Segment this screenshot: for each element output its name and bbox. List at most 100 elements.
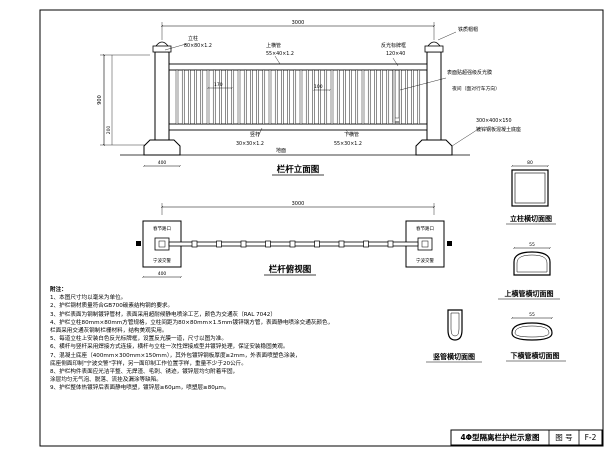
base-note: 镀锌钢板混凝土底座 bbox=[476, 126, 521, 133]
post-section-title: 立柱横切面图 bbox=[510, 214, 552, 223]
baluster bbox=[194, 69, 197, 125]
baluster bbox=[380, 69, 383, 125]
sheet-number: F-2 bbox=[584, 433, 597, 442]
baluster bbox=[237, 69, 241, 125]
note-item: 7、混凝土底座（400mm×300mm×150mm），其外包镀锌钢板厚度≥2mm… bbox=[50, 352, 301, 359]
elevation-dim-gap2: 100 bbox=[314, 84, 323, 90]
baluster bbox=[243, 69, 247, 125]
note-item: 5、每道立柱上安装白色反光标牌框，设置反光膜一道，尺寸以图为准。 bbox=[50, 336, 227, 343]
elevation-dim-low: 200 bbox=[106, 126, 112, 135]
baluster-section-title: 竖管横切面图 bbox=[433, 352, 475, 361]
baluster bbox=[398, 69, 402, 125]
plan-left-base-bottom-text: 宁波交警 bbox=[153, 257, 171, 264]
plan-right-base-top-text: 春节路口 bbox=[416, 225, 434, 232]
drawing-frame bbox=[39, 9, 604, 447]
bottom-rail-spec: 55×30×1.2 bbox=[334, 141, 362, 147]
plan-view: 3000 春节路口 宁波交警 春节路口 宁波交警 400 栏杆俯视图 bbox=[136, 201, 452, 277]
baluster bbox=[361, 69, 365, 125]
note-item: 8、护栏构件表面应光洁平整、无焊渣、毛刺、锈迹，镀锌层均匀附着牢固， bbox=[50, 368, 239, 375]
notes-block: 附注： 1、本图尺寸均以毫米为单位。 2、护栏钢材质量符合GB700碳素结构钢的… bbox=[50, 286, 440, 392]
baluster bbox=[330, 69, 334, 125]
plan-baluster bbox=[289, 240, 296, 248]
plan-baluster-group bbox=[191, 240, 394, 248]
post-section-outer bbox=[511, 169, 549, 207]
note-item: 涂层均匀无气泡、脱落、流挂及漏涂等缺陷。 bbox=[50, 377, 162, 384]
post-label: 立柱 bbox=[188, 35, 198, 42]
top-rail-section-dim: 55 bbox=[529, 242, 535, 248]
baluster bbox=[175, 69, 179, 125]
baluster bbox=[181, 69, 185, 125]
baluster-section-shape bbox=[447, 309, 463, 341]
elevation-dim-total: 3000 bbox=[292, 20, 305, 26]
reflector-spec: 120×40 bbox=[386, 51, 405, 57]
notes-heading: 附注： bbox=[50, 287, 67, 293]
plan-right-base-bottom-text: 宁波交警 bbox=[416, 257, 434, 264]
baluster bbox=[262, 69, 266, 125]
elevation-view: 3000 900 200 地面 400 170 bbox=[97, 20, 521, 176]
sheet-number-label: 图 号 bbox=[555, 433, 573, 442]
note-item: 底座侧面印制"宁波交警"字样，另一面印制工作位置字样，重量不少于20公斤。 bbox=[50, 360, 247, 367]
baluster bbox=[355, 69, 359, 125]
right-post-cap bbox=[424, 45, 444, 53]
plan-baluster bbox=[338, 240, 345, 248]
plan-baluster bbox=[387, 240, 394, 248]
bottom-rail-label: 下横管 bbox=[344, 131, 359, 138]
baluster bbox=[312, 69, 315, 125]
bottom-rail bbox=[168, 123, 428, 131]
baluster bbox=[219, 69, 222, 125]
top-rail bbox=[168, 63, 428, 71]
plan-baluster bbox=[240, 240, 247, 248]
baluster bbox=[200, 69, 204, 125]
baluster bbox=[281, 69, 284, 125]
base-label: 300×400×150 bbox=[476, 118, 512, 124]
baluster bbox=[293, 69, 297, 125]
baluster bbox=[287, 69, 290, 125]
top-rail-section-shape bbox=[513, 251, 551, 276]
baluster bbox=[188, 69, 191, 125]
post-spec: 80×80×1.2 bbox=[184, 43, 212, 49]
baluster bbox=[374, 69, 377, 125]
note-item: 2、护栏钢材质量符合GB700碳素结构钢的要求。 bbox=[50, 303, 174, 310]
post-section-dim: 80 bbox=[527, 160, 533, 166]
title-block bbox=[450, 429, 603, 446]
plan-baluster bbox=[363, 240, 369, 248]
sections: 80 立柱横切面图 55 上横管横切面图 竖管横切面图 55 下横管横切面图 bbox=[426, 160, 566, 363]
baluster bbox=[225, 69, 228, 125]
baluster bbox=[386, 69, 390, 125]
elevation-dim-gap1: 170 bbox=[214, 82, 223, 88]
reflector-label: 反光标牌框 bbox=[381, 42, 406, 49]
elevation-title: 栏杆立面图 bbox=[277, 164, 320, 175]
baluster bbox=[417, 69, 421, 125]
baluster bbox=[231, 69, 235, 125]
baluster bbox=[336, 69, 340, 125]
baluster bbox=[318, 69, 321, 125]
baluster bbox=[405, 69, 408, 125]
bottom-rail-section-dim: 55 bbox=[529, 312, 535, 318]
drawing-title: 4Φ型隔离栏护栏示意图 bbox=[460, 433, 540, 442]
baluster bbox=[206, 69, 210, 125]
plan-dim-total: 3000 bbox=[292, 201, 305, 207]
baluster-spec: 30×30×1.2 bbox=[236, 141, 264, 147]
ground-label: 地面 bbox=[276, 147, 286, 154]
baluster bbox=[212, 69, 216, 125]
baluster bbox=[274, 69, 278, 125]
baluster bbox=[324, 69, 328, 125]
right-post bbox=[426, 51, 442, 141]
note-item: 3、护栏表面为钢制镀锌管材，表面采用超耐候静电喷涂工艺，颜色为交通灰（RAL 7… bbox=[50, 311, 276, 318]
elevation-dim-height: 900 bbox=[97, 95, 103, 105]
baluster bbox=[392, 69, 396, 125]
plan-baluster bbox=[216, 240, 222, 248]
left-post-cap bbox=[152, 45, 172, 53]
right-base bbox=[415, 139, 453, 156]
plan-baluster bbox=[314, 240, 320, 248]
baluster bbox=[256, 69, 259, 125]
baluster bbox=[268, 69, 272, 125]
post-section-inner bbox=[514, 172, 546, 204]
plan-baluster bbox=[191, 240, 198, 248]
baluster bbox=[299, 69, 303, 125]
plan-baluster bbox=[265, 240, 271, 248]
baluster bbox=[411, 69, 414, 125]
film-note: 夜间（面对行车方向） bbox=[452, 85, 500, 92]
plan-left-base-top-text: 春节路口 bbox=[153, 225, 171, 232]
